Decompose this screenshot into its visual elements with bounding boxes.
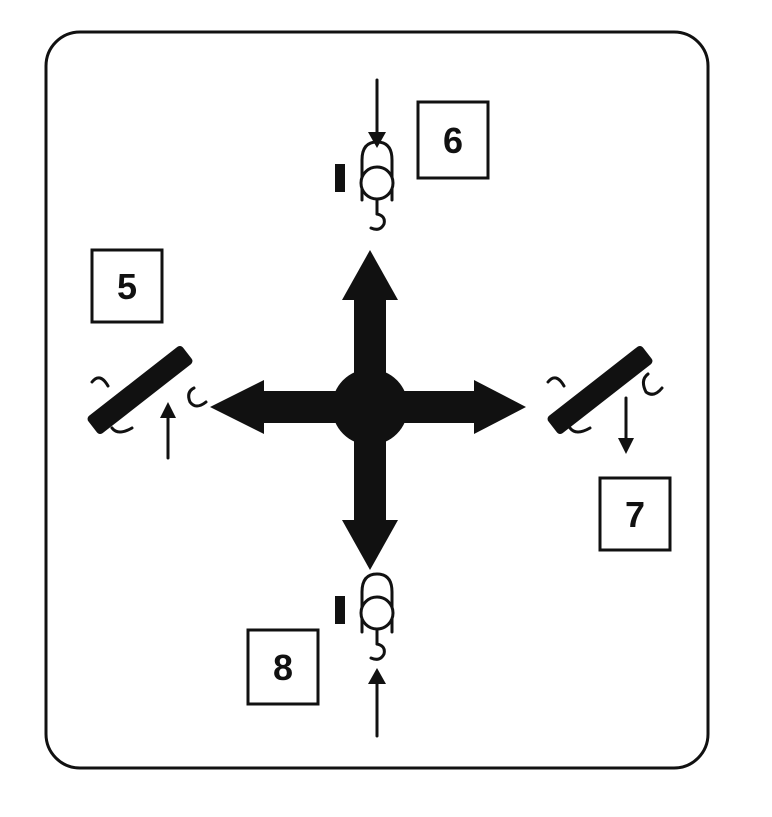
label-7: 7 [625, 494, 645, 535]
four-way-arrow-icon [210, 250, 526, 570]
label-8: 8 [273, 647, 293, 688]
bottom-pulley-hook-icon [335, 572, 395, 738]
label-box-6: 6 [416, 100, 490, 180]
label-box-8: 8 [246, 628, 320, 706]
left-tilted-bar-hook-icon [87, 346, 208, 460]
right-tilted-bar-hook-icon [546, 346, 664, 454]
label-box-5: 5 [90, 248, 164, 324]
label-6: 6 [443, 120, 463, 161]
label-5: 5 [117, 266, 137, 307]
top-pulley-hook-icon [335, 78, 395, 231]
label-box-7: 7 [598, 476, 672, 552]
